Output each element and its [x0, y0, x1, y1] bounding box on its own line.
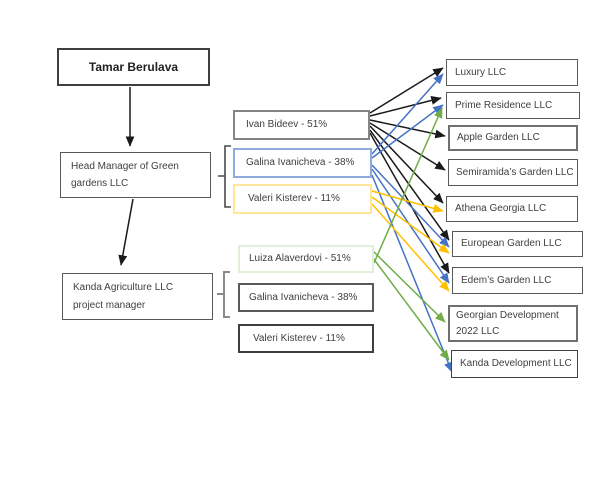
edge-ivan-to-apple — [369, 119, 446, 139]
edge-ivan-to-luxury — [369, 67, 444, 114]
company-semiramidas-garden-llc: Semiramida’s Garden LLC — [448, 159, 578, 186]
node-shareholder-valeri-kisterev-bottom: Valeri Kisterev - 11% — [238, 324, 374, 353]
node-label: Kanda Agriculture LLC project manager — [73, 282, 174, 311]
company-label: European Garden LLC — [461, 238, 562, 250]
edge-valeri1-to-athena — [371, 190, 444, 213]
edge-ivan-to-prime — [369, 96, 442, 117]
edge-head_manager-to-kanda_manager — [118, 198, 134, 266]
edge-valeri1-to-edems — [371, 203, 450, 292]
company-apple-garden-llc: Apple Garden LLC — [448, 125, 578, 151]
company-label: Prime Residence LLC — [455, 99, 553, 111]
edge-ivan-to-athena — [369, 125, 444, 204]
node-kanda-agriculture-project-manager: Kanda Agriculture LLC project manager — [62, 273, 213, 320]
edge-luiza-to-prime — [373, 107, 443, 264]
node-label: Ivan Bideev - 51% — [246, 119, 328, 131]
edge-ivan-to-european — [369, 129, 450, 241]
company-european-garden-llc: European Garden LLC — [452, 231, 583, 257]
node-shareholder-galina-ivanicheva-top: Galina Ivanicheva - 38% — [233, 148, 372, 178]
company-edems-garden-llc: Edem’s Garden LLC — [452, 267, 583, 294]
node-label: Valeri Kisterev - 11% — [253, 332, 345, 344]
company-luxury-llc: Luxury LLC — [446, 59, 578, 86]
node-shareholder-valeri-kisterev-top: Valeri Kisterev - 11% — [233, 184, 372, 214]
company-label: Georgian Development 2022 LLC — [456, 310, 559, 337]
edge-galina1-to-prime — [371, 104, 444, 159]
edge-ivan-to-edems — [369, 132, 450, 274]
edge-luiza-to-kanda_dev — [372, 257, 450, 361]
company-label: Luxury LLC — [455, 66, 507, 78]
edge-galina1-to-luxury — [371, 73, 444, 155]
company-label: Kanda Development LLC — [460, 358, 572, 370]
edge-galina1-to-kanda_dev — [371, 174, 453, 373]
node-label: Galina Ivanicheva - 38% — [246, 157, 355, 169]
company-kanda-development-llc: Kanda Development LLC — [451, 350, 578, 378]
node-shareholder-luiza-alaverdovi: Luiza Alaverdovi - 51% — [238, 245, 374, 273]
company-label: Edem’s Garden LLC — [461, 274, 552, 286]
bracket-green-gardens-shareholders — [218, 145, 231, 208]
edge-galina1-to-european — [371, 164, 450, 248]
company-label: Apple Garden LLC — [457, 132, 540, 144]
bracket-kanda-agriculture-shareholders — [217, 271, 230, 318]
node-label: Valeri Kisterev - 11% — [248, 193, 340, 205]
edge-valeri1-to-european — [371, 196, 450, 254]
edge-galina1-to-edems — [371, 168, 450, 284]
node-label: Galina Ivanicheva - 38% — [249, 291, 358, 303]
edge-ivan-to-semiramida — [369, 122, 446, 171]
node-tamar-berulava: Tamar Berulava — [57, 48, 210, 86]
ownership-arrows — [118, 67, 453, 373]
node-label: Head Manager of Green gardens LLC — [71, 160, 179, 190]
node-shareholder-galina-ivanicheva-bottom: Galina Ivanicheva - 38% — [238, 283, 374, 312]
node-label: Tamar Berulava — [88, 59, 179, 74]
company-prime-residence-llc: Prime Residence LLC — [446, 92, 580, 119]
company-label: Athena Georgia LLC — [455, 203, 547, 215]
company-label: Semiramida’s Garden LLC — [456, 166, 574, 178]
edge-luiza-to-georgian — [372, 250, 446, 323]
node-label: Luiza Alaverdovi - 51% — [249, 253, 351, 265]
company-georgian-development-2022-llc: Georgian Development 2022 LLC — [448, 305, 578, 342]
node-head-manager-green-gardens: Head Manager of Green gardens LLC — [60, 152, 211, 198]
node-shareholder-ivan-bideev: Ivan Bideev - 51% — [233, 110, 370, 140]
company-athena-georgia-llc: Athena Georgia LLC — [446, 196, 578, 222]
